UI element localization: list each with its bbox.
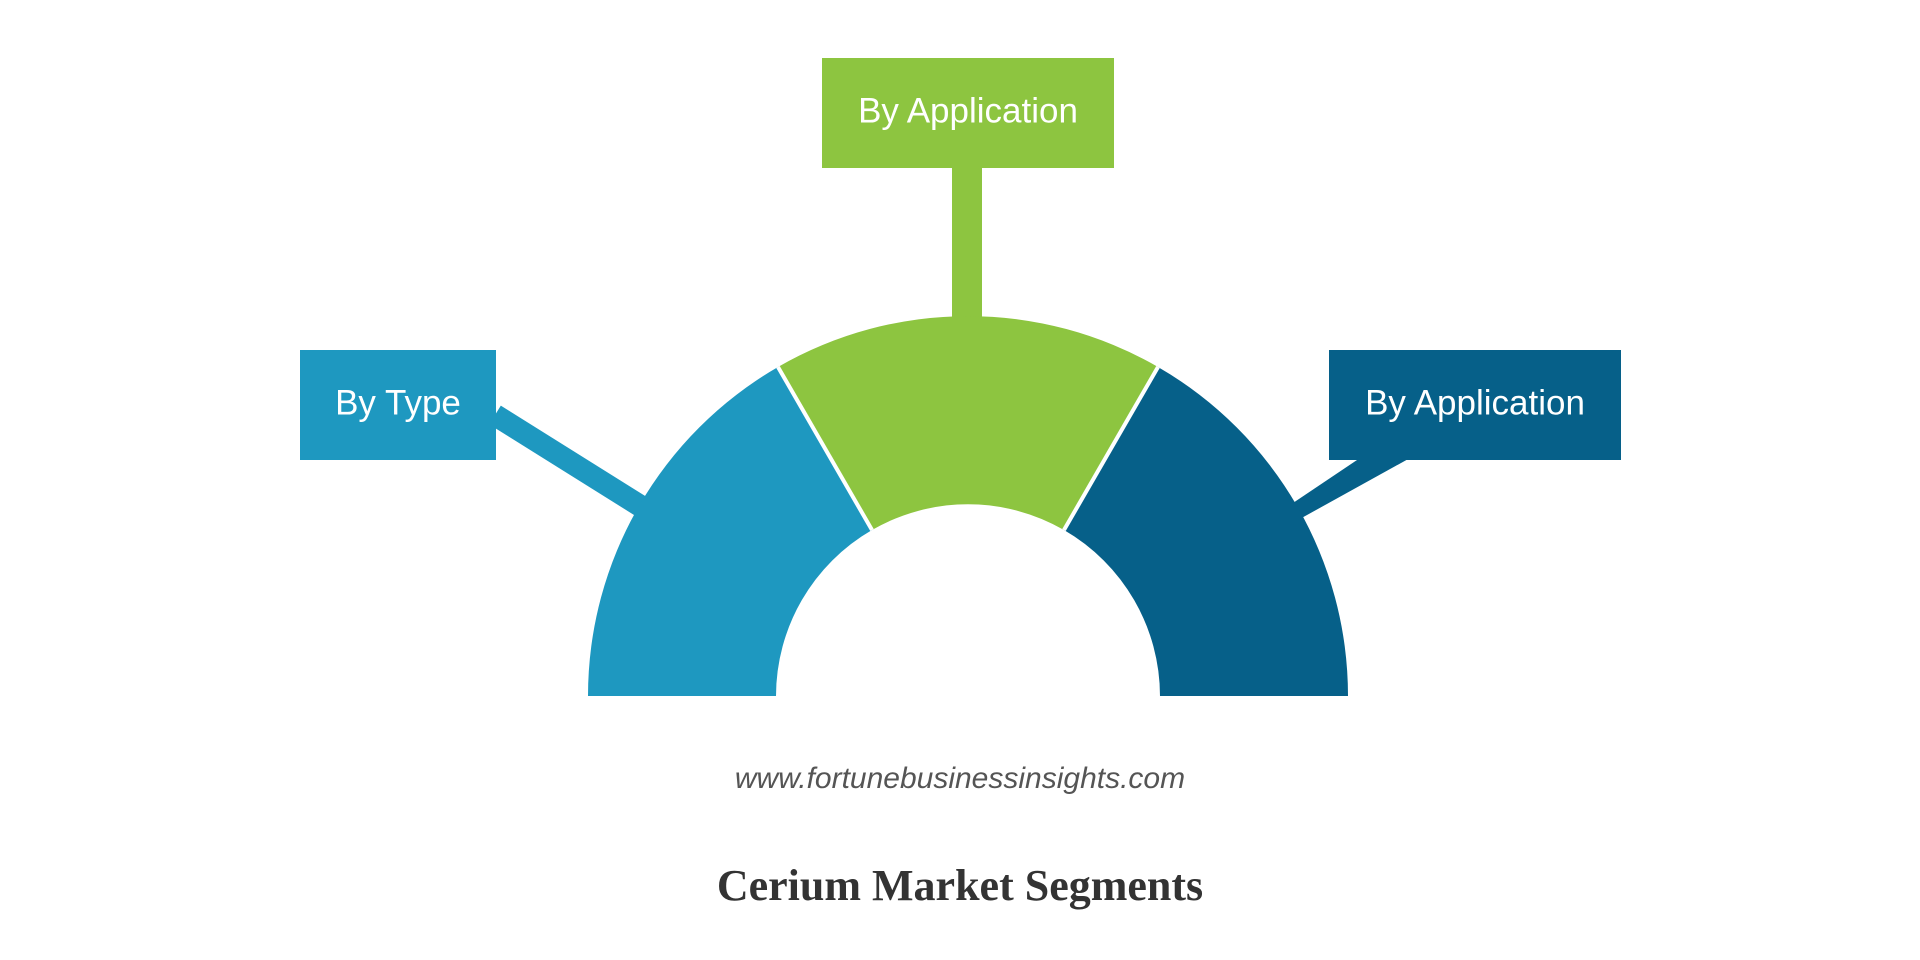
connector-left xyxy=(489,405,648,517)
label-application-right-text: By Application xyxy=(1365,383,1585,422)
segment-separator-left xyxy=(776,366,874,531)
diagram-title: Cerium Market Segments xyxy=(716,861,1204,910)
website-url: www.fortunebusinessinsights.com xyxy=(734,762,1186,795)
arc-segment-type xyxy=(588,367,872,696)
arc-segment-application-right xyxy=(1064,367,1348,696)
label-application-top-text: By Application xyxy=(858,91,1078,130)
connector-right xyxy=(1290,458,1410,520)
label-type-text: By Type xyxy=(335,383,461,422)
connector-top xyxy=(952,160,982,320)
segment-separator-right xyxy=(1062,366,1160,531)
arc-segment-application-center xyxy=(778,316,1158,530)
label-box-application-right-bg xyxy=(1329,350,1621,460)
label-box-application-top: By Application xyxy=(822,58,1114,168)
label-box-type: By Type xyxy=(300,350,496,460)
label-box-application-right: By Application xyxy=(1329,350,1621,460)
label-box-type-bg xyxy=(300,350,496,460)
label-box-application-top-bg xyxy=(822,58,1114,168)
